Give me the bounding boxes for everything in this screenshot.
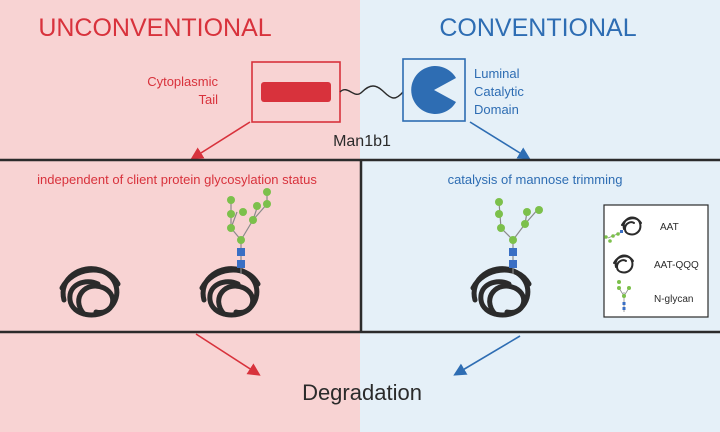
arrow-domain-to-conventional <box>469 121 531 160</box>
aat-qqq-protein-icon <box>59 266 121 318</box>
unconventional-background <box>0 0 360 432</box>
arrow-tail-to-unconventional <box>190 121 251 160</box>
conventional-caption: catalysis of mannose trimming <box>448 172 623 187</box>
arrow-conventional-to-degradation <box>453 335 521 376</box>
luminal-label-line2: Catalytic <box>474 84 524 99</box>
legend-aat-label: AAT <box>660 222 679 233</box>
cytoplasmic-tail-shape <box>261 82 331 102</box>
legend-aat-icon <box>604 216 642 243</box>
unconventional-title: UNCONVENTIONAL <box>38 14 271 42</box>
n-glycan-icon <box>227 188 271 274</box>
luminal-label-line1: Luminal <box>474 66 520 81</box>
catalytic-domain-pacman-icon <box>411 66 456 114</box>
conventional-title: CONVENTIONAL <box>439 14 636 42</box>
luminal-label-line3: Domain <box>474 102 519 117</box>
legend-aat-qqq-label: AAT-QQQ <box>654 260 699 271</box>
luminal-domain-box <box>402 58 466 122</box>
arrow-unconventional-to-degradation <box>195 333 261 376</box>
legend-n-glycan-icon <box>617 280 631 312</box>
cytoplasmic-label-line1: Cytoplasmic <box>147 74 218 89</box>
trimmed-n-glycan-icon <box>495 198 543 274</box>
aat-protein-icon-conventional <box>470 266 532 318</box>
transmembrane-linker <box>339 85 404 99</box>
cytoplasmic-label-line2: Tail <box>198 92 218 107</box>
legend-n-glycan-label: N-glycan <box>654 294 693 305</box>
protein-name: Man1b1 <box>333 133 391 150</box>
aat-protein-icon <box>199 266 261 318</box>
legend-aat-qqq-icon <box>613 254 634 274</box>
degradation-label: Degradation <box>302 380 422 405</box>
unconventional-caption: independent of client protein glycosylat… <box>37 172 317 187</box>
